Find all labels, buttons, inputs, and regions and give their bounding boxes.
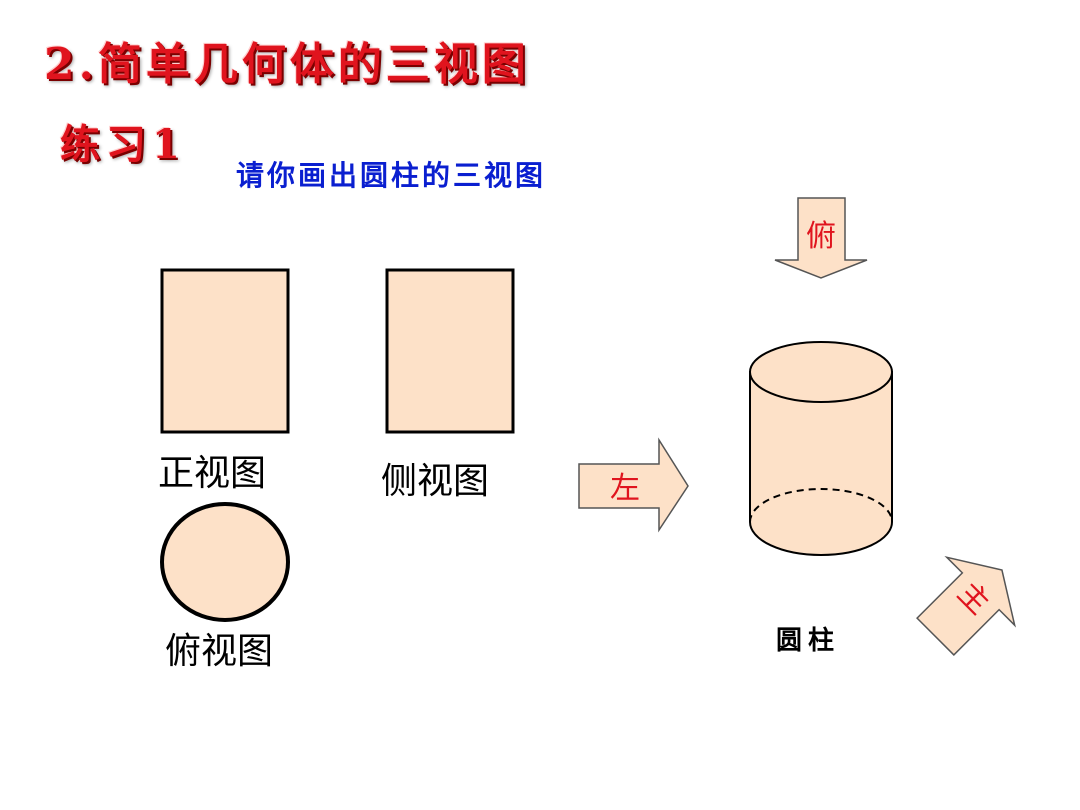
- left-view-arrow: 左: [578, 437, 689, 533]
- top-view-label: 俯视图: [165, 631, 274, 672]
- slide-title: 2.简单几何体的三视图: [44, 39, 530, 90]
- front-view-arrow: 主: [916, 556, 1016, 656]
- diagonal-arrow-icon: [916, 556, 1016, 656]
- top-arrow-label: 俯: [806, 219, 836, 254]
- cylinder-figure: [749, 341, 893, 556]
- cylinder-top-face: [749, 341, 893, 403]
- side-view-rect: [385, 268, 515, 434]
- exercise-label: 练习1: [60, 121, 186, 168]
- down-arrow-icon: [774, 197, 868, 279]
- cylinder-label: 圆柱: [776, 626, 841, 656]
- front-view-rect: [160, 268, 290, 434]
- side-view-label: 侧视图: [381, 461, 490, 502]
- top-view-arrow: 俯: [774, 197, 868, 279]
- top-view-circle: [160, 502, 290, 622]
- instruction-text: 请你画出圆柱的三视图: [236, 159, 547, 192]
- cylinder-body: [749, 371, 893, 556]
- cylinder-hidden-edge: [749, 488, 893, 523]
- left-arrow-label: 左: [610, 471, 640, 506]
- front-view-label: 正视图: [158, 453, 267, 494]
- right-arrow-icon: [578, 437, 689, 533]
